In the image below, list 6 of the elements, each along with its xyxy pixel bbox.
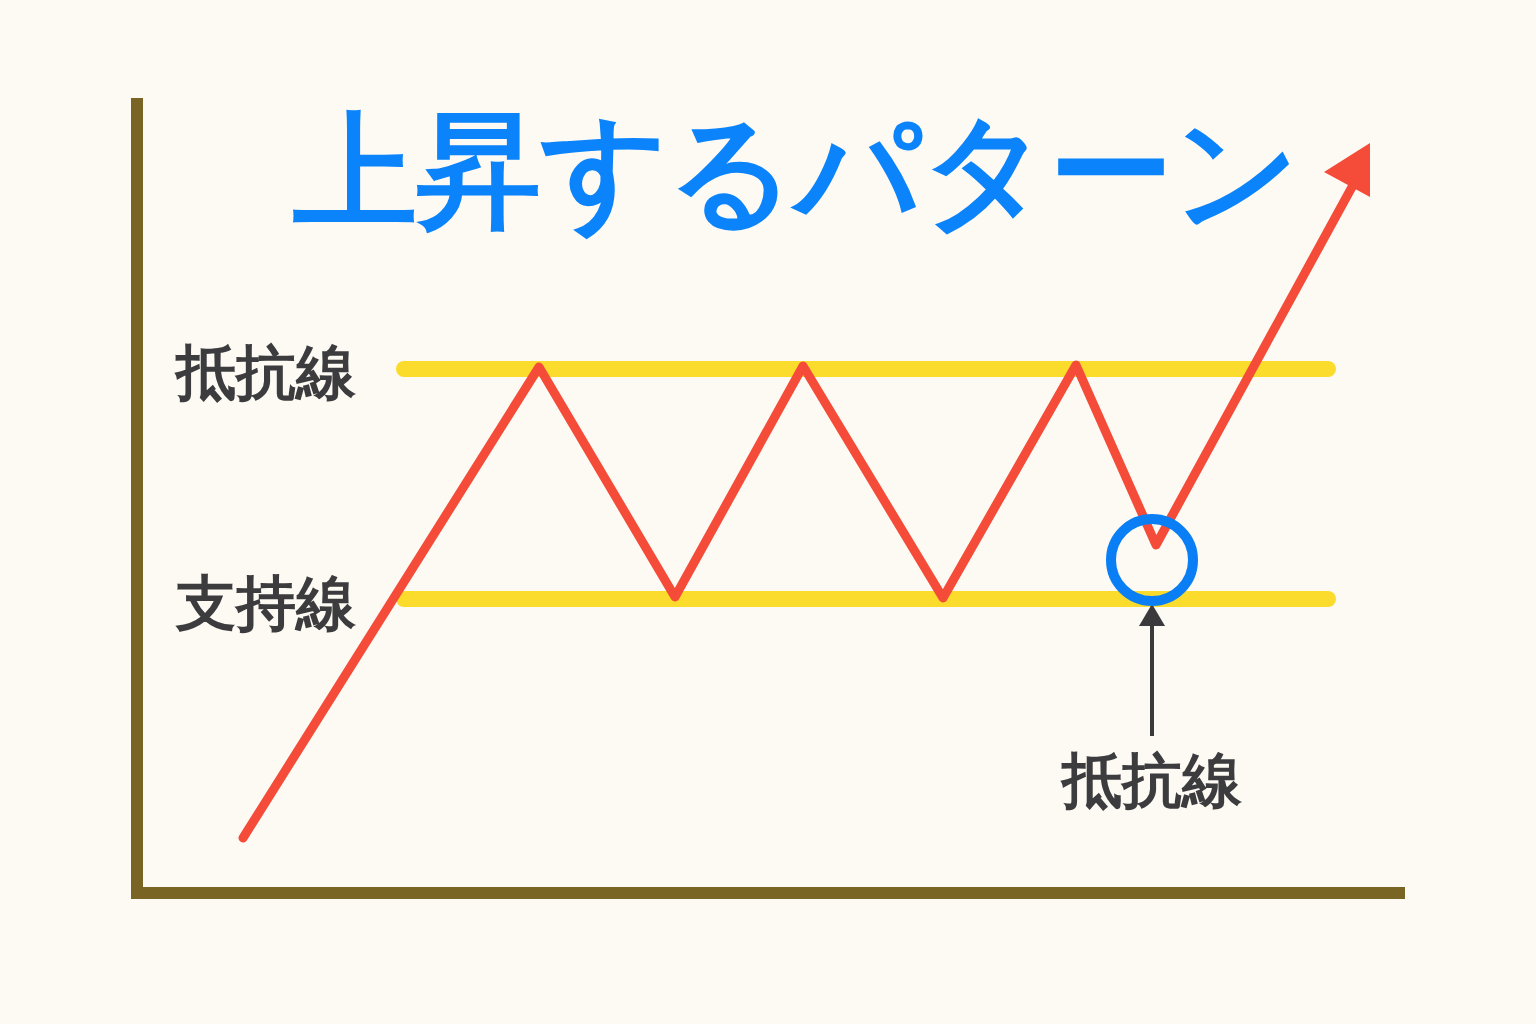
line-label: 抵抗線 <box>176 336 356 408</box>
chart-title: 上昇するパターン <box>293 98 1300 245</box>
line-label: 支持線 <box>176 567 356 639</box>
callout-label: 抵抗線 <box>1060 744 1244 816</box>
arrow <box>1139 604 1165 736</box>
highlight-circle <box>1106 514 1198 606</box>
